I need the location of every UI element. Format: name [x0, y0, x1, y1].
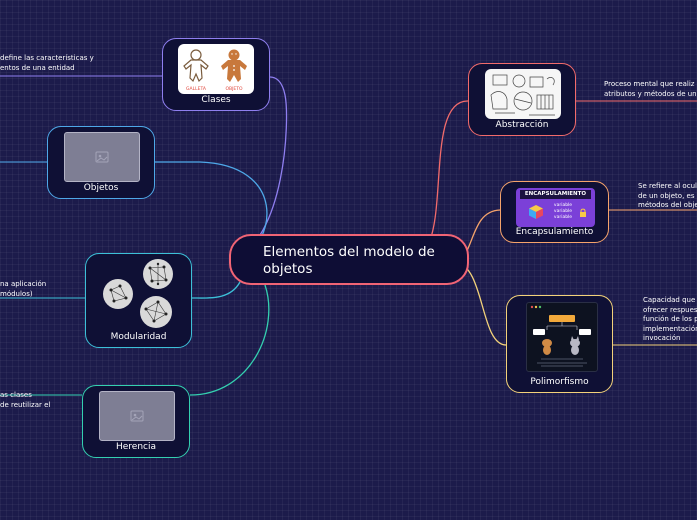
polimorfismo-description-line-1: Capacidad que	[643, 296, 696, 304]
connector-abstraccion	[429, 100, 469, 241]
polymorphism-illustration-icon	[530, 305, 591, 367]
encapsulamiento-description: Se refiere al ocult de un objeto, es d m…	[638, 182, 697, 211]
polimorfismo-description-line-2: ofrecer respues	[643, 305, 697, 314]
connector-herencia	[189, 284, 270, 396]
abstraccion-image	[485, 69, 561, 119]
cat-icon	[570, 336, 580, 355]
encapsulamiento-variable-1: variable	[553, 203, 573, 208]
abstraccion-description-line-1: Proceso mental que realiz	[604, 80, 695, 88]
encapsulamiento-description-line-2: de un objeto, es d	[638, 191, 697, 200]
image-placeholder-icon	[130, 410, 144, 422]
encapsulamiento-image: ENCAPSULAMIENTO variable variable variab…	[516, 188, 595, 227]
node-abstraccion[interactable]: Abstracción	[468, 63, 576, 136]
polimorfismo-description-line-5: invocación	[643, 334, 681, 342]
lock-icon	[580, 208, 586, 217]
node-objetos-label: Objetos	[83, 183, 119, 193]
node-polimorfismo-label: Polimorfismo	[530, 377, 589, 387]
abstraccion-description: Proceso mental que realiz atributos y mé…	[604, 80, 697, 99]
herencia-description: as clases de reutilizar el	[0, 391, 50, 410]
node-modularidad[interactable]: Modularidad	[85, 253, 192, 348]
modularidad-description: na aplicación módulos)	[0, 280, 46, 299]
polimorfismo-description: Capacidad que ofrecer respues función de…	[643, 296, 697, 344]
gingerbread-cookie-icon: GALLETA OBJETO	[183, 49, 247, 92]
dog-icon	[542, 339, 552, 355]
node-abstraccion-label: Abstracción	[495, 120, 549, 130]
encapsulamiento-image-title: ENCAPSULAMIENTO	[520, 190, 591, 199]
clases-description-line-1: define las características y	[0, 54, 94, 62]
clases-image: GALLETA OBJETO	[178, 44, 254, 94]
herencia-image-placeholder	[99, 391, 175, 441]
encapsulamiento-variables: variable variable variable	[550, 203, 576, 221]
encapsulamiento-description-line-3: métodos del objet	[638, 201, 697, 209]
central-title: Elementos del modelo de objetos	[263, 244, 435, 277]
encapsulamiento-description-line-1: Se refiere al ocult	[638, 182, 697, 190]
polimorfismo-description-line-4: implementación	[643, 324, 697, 333]
node-encapsulamiento-label: Encapsulamiento	[515, 227, 594, 237]
connector-clases	[231, 76, 288, 261]
herencia-description-line-2: de reutilizar el	[0, 400, 51, 409]
clases-image-label-2: OBJETO	[225, 86, 243, 92]
objetos-image-placeholder	[64, 132, 140, 182]
modularidad-description-line-1: na aplicación	[0, 280, 47, 288]
network-graph-icon	[103, 259, 173, 328]
node-encapsulamiento[interactable]: ENCAPSULAMIENTO variable variable variab…	[500, 181, 609, 243]
node-polimorfismo[interactable]: Polimorfismo	[506, 295, 613, 393]
node-clases[interactable]: GALLETA OBJETO Clases	[162, 38, 270, 111]
central-node[interactable]: Elementos del modelo de objetos	[229, 234, 469, 285]
node-modularidad-label: Modularidad	[110, 332, 167, 342]
herencia-description-line-1: as clases	[0, 391, 32, 399]
node-objetos[interactable]: Objetos	[47, 126, 155, 199]
clases-description: define las características y entos de un…	[0, 54, 94, 73]
node-herencia-label: Herencia	[115, 442, 156, 452]
abstraccion-description-line-2: atributos y métodos de un	[604, 89, 697, 98]
polimorfismo-image	[526, 302, 598, 372]
image-placeholder-icon	[95, 151, 109, 163]
encapsulamiento-variable-2: variable	[553, 209, 573, 214]
clases-description-line-2: entos de una entidad	[0, 63, 75, 72]
clases-image-label-1: GALLETA	[186, 86, 207, 92]
connector-modularidad	[191, 281, 241, 299]
encapsulamiento-variable-3: variable	[553, 215, 573, 220]
node-herencia[interactable]: Herencia	[82, 385, 190, 458]
sketch-illustration-icon	[490, 74, 555, 116]
modularidad-description-line-2: módulos)	[0, 289, 33, 298]
node-clases-label: Clases	[201, 95, 231, 105]
cube-icon	[529, 205, 543, 219]
polimorfismo-description-line-3: función de los p	[643, 315, 697, 323]
